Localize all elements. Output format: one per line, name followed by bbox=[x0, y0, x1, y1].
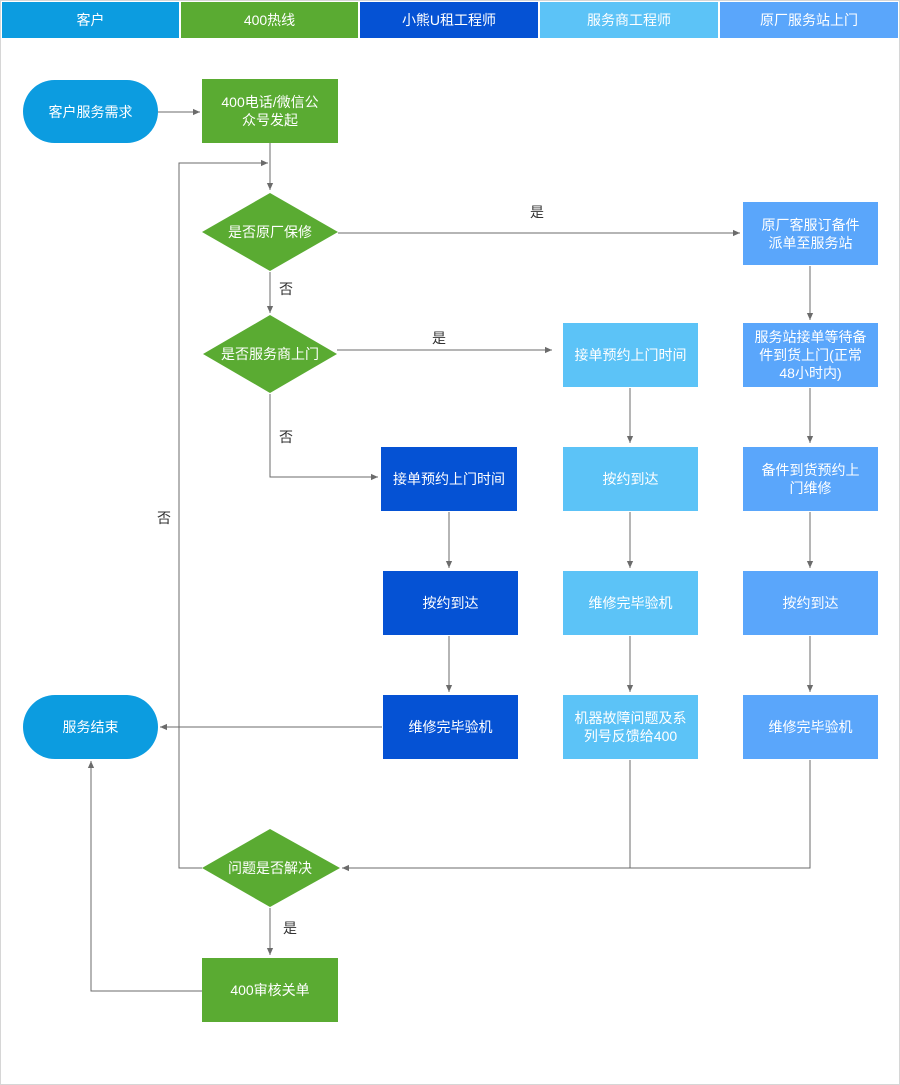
node-label: 按约到达 bbox=[602, 471, 659, 487]
node-label: 机器故障问题及系列号反馈给400 bbox=[574, 710, 687, 744]
node-uzu-repair: 维修完毕验机 bbox=[383, 695, 518, 759]
node-label: 400审核关单 bbox=[230, 982, 310, 998]
lane-uzu-engineer: 小熊U租工程师 bbox=[360, 2, 538, 38]
node-label: 维修完毕验机 bbox=[768, 719, 853, 735]
node-label: 接单预约上门时间 bbox=[574, 347, 687, 363]
edge-close-to-end bbox=[87, 761, 202, 992]
node-provider-arrive: 按约到达 bbox=[563, 447, 698, 511]
edge-resolved-no bbox=[178, 159, 268, 869]
node-provider-schedule: 接单预约上门时间 bbox=[563, 323, 698, 387]
node-provider-repair: 维修完毕验机 bbox=[563, 571, 698, 635]
node-label: 是否原厂保修 bbox=[228, 224, 312, 240]
node-label: 按约到达 bbox=[782, 595, 839, 611]
node-oem-arrive: 按约到达 bbox=[743, 571, 878, 635]
node-uzu-arrive: 按约到达 bbox=[383, 571, 518, 635]
lane-label: 小熊U租工程师 bbox=[401, 12, 497, 28]
node-label: 维修完毕验机 bbox=[588, 595, 673, 611]
lane-customer: 客户 bbox=[2, 2, 179, 38]
node-label: 原厂客服订备件派单至服务站 bbox=[761, 216, 860, 251]
node-label: 客户服务需求 bbox=[48, 103, 133, 120]
decision-warranty-shape bbox=[202, 193, 338, 271]
edge-label-no-oem: 否 bbox=[279, 281, 293, 297]
node-label: 服务结束 bbox=[62, 719, 119, 735]
lane-400-hotline: 400热线 bbox=[181, 2, 358, 38]
node-oem-order: 原厂客服订备件派单至服务站 bbox=[743, 202, 878, 265]
edge-label-yes-resolved: 是 bbox=[283, 920, 297, 936]
edge-oem-to-resolved bbox=[342, 760, 811, 872]
node-label: 问题是否解决 bbox=[228, 860, 312, 876]
node-label: 接单预约上门时间 bbox=[393, 471, 505, 487]
edge-label-no-provider: 否 bbox=[279, 429, 293, 445]
node-label: 按约到达 bbox=[422, 595, 479, 611]
node-label: 服务站接单等待备件到货上门(正常48小时内) bbox=[754, 329, 867, 381]
lane-label: 客户 bbox=[76, 12, 105, 28]
edge-label-yes-oem: 是 bbox=[530, 204, 544, 220]
decision-resolved-label: 问题是否解决 bbox=[202, 858, 338, 878]
lane-provider-engineer: 服务商工程师 bbox=[540, 2, 718, 38]
lane-label: 原厂服务站上门 bbox=[760, 12, 858, 28]
lane-oem-station: 原厂服务站上门 bbox=[720, 2, 898, 38]
node-oem-accept: 服务站接单等待备件到货上门(正常48小时内) bbox=[743, 323, 878, 387]
start-customer-need: 客户服务需求 bbox=[23, 80, 158, 143]
node-400-close: 400审核关单 bbox=[202, 958, 338, 1022]
node-oem-repair: 维修完毕验机 bbox=[743, 695, 878, 759]
node-label: 备件到货预约上门维修 bbox=[761, 462, 860, 496]
node-label: 维修完毕验机 bbox=[408, 719, 493, 735]
node-label: 是否服务商上门 bbox=[221, 346, 319, 362]
decision-provider-label: 是否服务商上门 bbox=[200, 344, 340, 364]
lane-label: 400热线 bbox=[243, 12, 296, 28]
edge-provider-no bbox=[269, 394, 378, 481]
edge-label-yes-provider: 是 bbox=[432, 330, 446, 346]
decision-resolved-shape bbox=[202, 829, 340, 907]
lane-label: 服务商工程师 bbox=[587, 12, 671, 28]
node-400-initiate: 400电话/微信公众号发起 bbox=[202, 79, 338, 143]
node-oem-schedule: 备件到货预约上门维修 bbox=[743, 447, 878, 511]
edge-label-no-resolved: 否 bbox=[157, 510, 171, 526]
node-provider-feedback: 机器故障问题及系列号反馈给400 bbox=[563, 695, 698, 759]
decision-warranty-label: 是否原厂保修 bbox=[202, 222, 338, 242]
end-service-complete: 服务结束 bbox=[23, 695, 158, 759]
decision-provider-shape bbox=[203, 315, 337, 393]
node-label: 400电话/微信公众号发起 bbox=[221, 94, 319, 128]
node-uzu-schedule: 接单预约上门时间 bbox=[381, 447, 517, 511]
